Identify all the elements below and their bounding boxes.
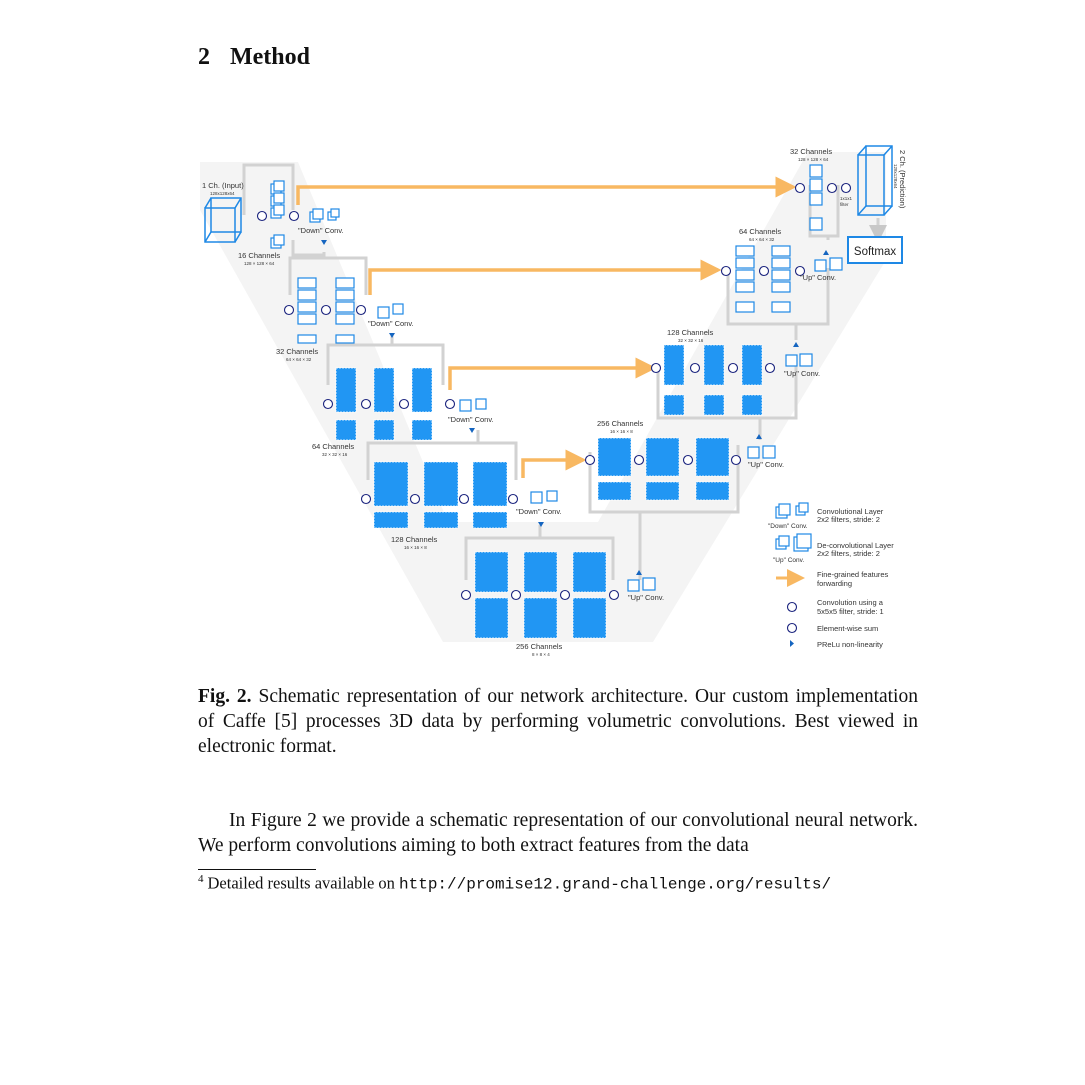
up-conv-label-3: "Up" Conv. <box>784 369 820 378</box>
up-conv-label-4: "Up" Conv. <box>800 273 836 282</box>
body-paragraph: In Figure 2 we provide a schematic repre… <box>198 810 918 856</box>
legend-item-3-line1: Fine-grained features <box>817 570 889 579</box>
stage4-down-conv <box>530 490 558 504</box>
softmax-box <box>847 236 903 264</box>
v-shape-background <box>200 152 886 642</box>
deconv-layer-icon <box>775 533 812 552</box>
legend-item-4-line1: Convolution using a <box>817 598 884 607</box>
label-128-channels-right: 128 Channels <box>667 328 714 337</box>
dims-32-channels: 64 × 64 × 32 <box>286 357 312 362</box>
down-conv-label-3: "Down" Conv. <box>448 415 494 424</box>
legend-item-1-line1: Convolutional Layer <box>817 507 884 516</box>
dims-128-channels: 16 × 16 × 8 <box>404 545 427 550</box>
output-label: 2 Ch. (Prediction) <box>898 150 907 209</box>
label-32-channels: 32 Channels <box>276 347 318 356</box>
sum-symbol-icon <box>786 622 798 634</box>
architecture-diagram: Softmax 1 Ch. (Input) 128x128x64 16 Chan… <box>200 145 907 657</box>
softmax-label: Softmax <box>854 246 896 258</box>
legend-item-3-line2: forwarding <box>817 579 852 588</box>
filter-label: filter <box>840 202 849 207</box>
down-conv-label-1: "Down" Conv. <box>298 226 344 235</box>
forwarding-arrows <box>296 176 797 478</box>
dims-16-channels: 128 × 128 × 64 <box>244 261 275 266</box>
right128-blocks <box>663 344 763 416</box>
section-number: 2 <box>198 44 210 70</box>
dims-32-channels-right: 128 × 128 × 64 <box>798 157 829 162</box>
path-lines <box>242 163 887 580</box>
prelu-markers <box>321 240 829 575</box>
stage3-down-conv <box>459 398 487 412</box>
down-conv-label-4: "Down" Conv. <box>516 507 562 516</box>
output-sub: 128x128x64 <box>893 164 898 189</box>
input-label: 1 Ch. (Input) <box>202 181 244 190</box>
network-architecture-figure: Softmax 1 Ch. (Input) 128x128x64 16 Chan… <box>198 140 918 665</box>
up-conv-label-2: "Up" Conv. <box>748 460 784 469</box>
dims-64-channels: 32 × 32 × 16 <box>322 452 348 457</box>
stage2-stack <box>297 277 404 344</box>
legend-item-2-line1: De-convolutional Layer <box>817 541 894 550</box>
input-volume <box>204 197 242 243</box>
right128-up-conv <box>785 353 813 367</box>
stage4-blocks <box>373 461 508 529</box>
legend-item-1-sub: "Down" Conv. <box>768 523 808 530</box>
label-256-channels-right: 256 Channels <box>597 419 644 428</box>
output-volume <box>857 145 893 216</box>
caption-text: Schematic representation of our network … <box>198 686 918 757</box>
label-64-channels-right: 64 Channels <box>739 227 781 236</box>
legend-item-6-line1: PReLu non-linearity <box>817 640 883 649</box>
dims-128-channels-right: 32 × 32 × 16 <box>678 338 704 343</box>
convolution-symbol-icon <box>786 601 798 613</box>
down-conv-label-2: "Down" Conv. <box>368 319 414 328</box>
right256-blocks <box>597 437 730 501</box>
figure-caption: Fig. 2. Schematic representation of our … <box>198 684 918 759</box>
footnote-rule <box>198 869 316 870</box>
label-256-channels-bottom: 256 Channels <box>516 642 563 651</box>
legend-item-2-sub: "Up" Conv. <box>773 557 804 564</box>
section-heading: 2 Method <box>198 44 310 71</box>
dims-256-channels-right: 16 × 16 × 8 <box>610 429 633 434</box>
label-128-channels: 128 Channels <box>391 535 438 544</box>
bottom-up-conv <box>627 577 656 592</box>
caption-label: Fig. 2. <box>198 686 252 707</box>
legend-item-2-line2: 2x2 filters, stride: 2 <box>817 549 880 558</box>
dims-64-channels-right: 64 × 64 × 32 <box>749 237 775 242</box>
operator-symbols <box>256 182 852 601</box>
footnote-mark: 4 <box>198 873 204 885</box>
legend-item-5-line1: Element-wise sum <box>817 624 878 633</box>
bottom-blocks <box>474 551 607 639</box>
right64-stack <box>735 245 843 313</box>
legend-item-4-line2: 5x5x5 filter, stride: 1 <box>817 607 884 616</box>
stage3-blocks <box>335 367 433 441</box>
prelu-arrow-icon <box>790 640 794 647</box>
label-32-channels-right: 32 Channels <box>790 147 832 156</box>
conv-layer-icon <box>775 502 809 519</box>
label-64-channels: 64 Channels <box>312 442 354 451</box>
legend: Convolutional Layer 2x2 filters, stride:… <box>768 502 894 649</box>
up-conv-label-1: "Up" Conv. <box>628 593 664 602</box>
input-dims: 128x128x64 <box>210 191 235 196</box>
stage1-stack <box>270 180 340 249</box>
dims-256-channels-bottom: 8 × 8 × 4 <box>532 652 550 657</box>
footnote-url[interactable]: http://promise12.grand-challenge.org/res… <box>399 875 832 894</box>
legend-item-1-line2: 2x2 filters, stride: 2 <box>817 515 880 524</box>
right32-stack <box>809 164 823 231</box>
footnote-text: Detailed results available on <box>207 873 395 893</box>
onebyone-label: 1x1x1 <box>840 196 853 201</box>
label-16-channels: 16 Channels <box>238 251 280 260</box>
section-title: Method <box>230 44 310 70</box>
right256-up-conv <box>747 445 776 459</box>
